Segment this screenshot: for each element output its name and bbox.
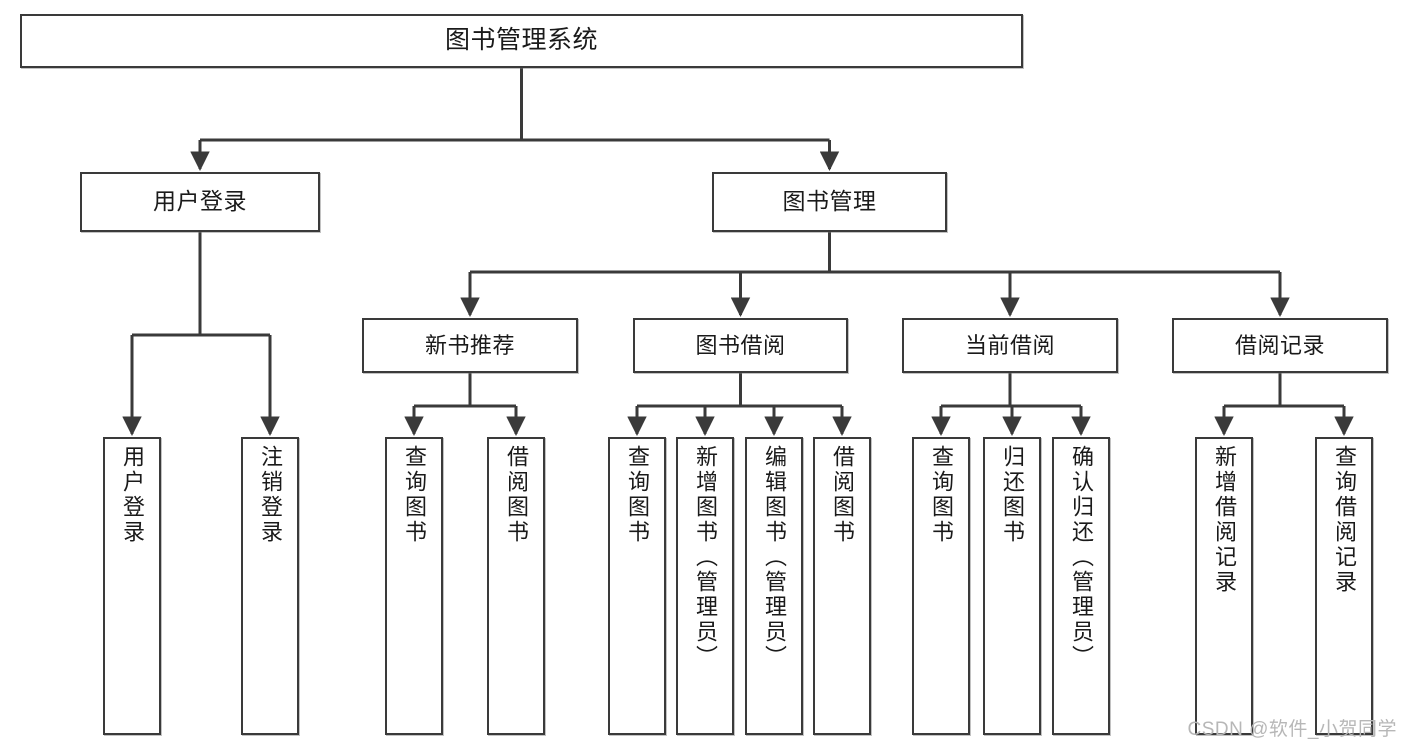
node-label: 用户登录 bbox=[153, 188, 247, 215]
node-level3-2[interactable]: 当前借阅 bbox=[902, 318, 1118, 373]
node-leaf-1[interactable]: 注销登录 bbox=[241, 437, 299, 735]
csdn-watermark: CSDN @软件_小贺同学 bbox=[1187, 719, 1397, 740]
node-leaf-9[interactable]: 归还图书 bbox=[983, 437, 1041, 735]
node-label: 借阅记录 bbox=[1234, 332, 1325, 358]
node-label: 借阅图书 bbox=[504, 445, 529, 545]
node-root-图书管理系统[interactable]: 图书管理系统 bbox=[20, 14, 1023, 68]
node-leaf-3[interactable]: 借阅图书 bbox=[487, 437, 545, 735]
node-label: 图书管理 bbox=[782, 188, 877, 215]
node-level2-0[interactable]: 用户登录 bbox=[80, 172, 320, 232]
node-leaf-7[interactable]: 借阅图书 bbox=[813, 437, 871, 735]
node-leaf-0[interactable]: 用户登录 bbox=[103, 437, 161, 735]
node-leaf-11[interactable]: 新增借阅记录 bbox=[1195, 437, 1253, 735]
node-label: 注销登录 bbox=[258, 445, 283, 545]
node-label: 借阅图书 bbox=[830, 445, 855, 545]
node-level2-1[interactable]: 图书管理 bbox=[712, 172, 947, 232]
node-leaf-12[interactable]: 查询借阅记录 bbox=[1315, 437, 1373, 735]
node-leaf-8[interactable]: 查询图书 bbox=[912, 437, 970, 735]
node-label: 查询图书 bbox=[929, 445, 954, 545]
node-label: 编辑图书（管理员） bbox=[762, 445, 787, 670]
node-leaf-5[interactable]: 新增图书（管理员） bbox=[676, 437, 734, 735]
node-label: 新书推荐 bbox=[424, 332, 515, 358]
node-label: 查询图书 bbox=[625, 445, 650, 545]
node-label: 图书管理系统 bbox=[444, 26, 598, 55]
node-level3-0[interactable]: 新书推荐 bbox=[362, 318, 578, 373]
node-leaf-10[interactable]: 确认归还（管理员） bbox=[1052, 437, 1110, 735]
node-label: 新增图书（管理员） bbox=[693, 445, 718, 670]
node-level3-3[interactable]: 借阅记录 bbox=[1172, 318, 1388, 373]
node-label: 当前借阅 bbox=[964, 332, 1055, 358]
node-label: 查询图书 bbox=[402, 445, 427, 545]
node-label: 图书借阅 bbox=[695, 332, 786, 358]
node-label: 新增借阅记录 bbox=[1212, 445, 1237, 595]
node-leaf-4[interactable]: 查询图书 bbox=[608, 437, 666, 735]
node-label: 确认归还（管理员） bbox=[1069, 445, 1094, 670]
node-label: 用户登录 bbox=[120, 445, 145, 545]
node-label: 归还图书 bbox=[1000, 445, 1025, 545]
node-leaf-2[interactable]: 查询图书 bbox=[385, 437, 443, 735]
node-label: 查询借阅记录 bbox=[1332, 445, 1357, 595]
node-level3-1[interactable]: 图书借阅 bbox=[633, 318, 848, 373]
node-leaf-6[interactable]: 编辑图书（管理员） bbox=[745, 437, 803, 735]
